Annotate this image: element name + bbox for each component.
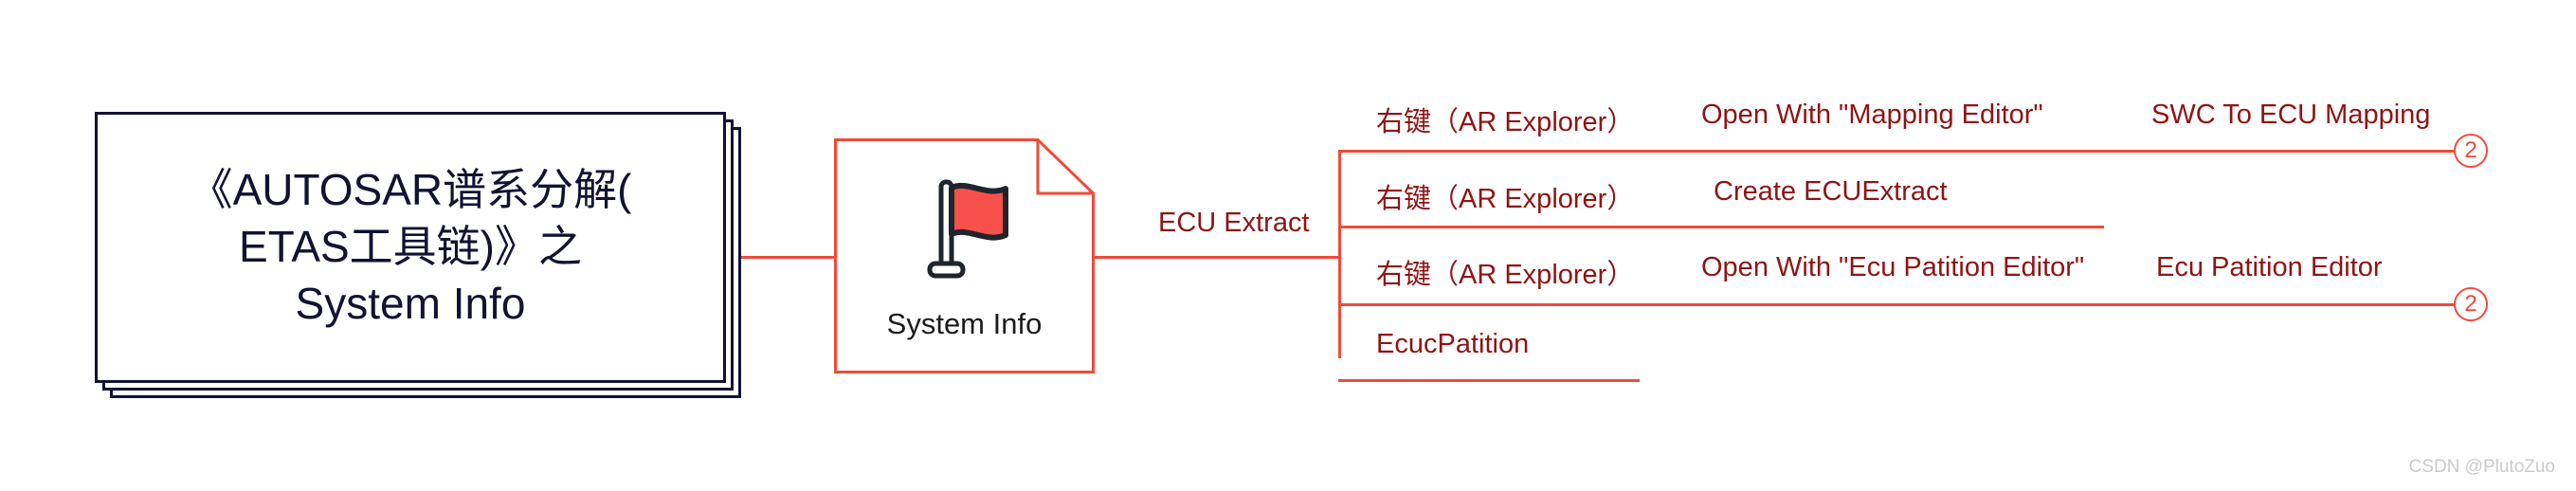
- document-shape: [834, 138, 1095, 373]
- title-line-2: ETAS工具链)》之: [238, 222, 583, 272]
- branch-2-underline: [1338, 226, 2104, 228]
- branch-3-underline: [1338, 303, 2457, 306]
- title-line-3: System Info: [295, 278, 526, 328]
- title-node-text: 《AUTOSAR谱系分解( ETAS工具链)》之 System Info: [174, 162, 647, 332]
- edge-label-ecu-extract: ECU Extract: [1158, 208, 1310, 238]
- title-node[interactable]: 《AUTOSAR谱系分解( ETAS工具链)》之 System Info: [95, 112, 741, 398]
- branch-3-col-2: Open With "Ecu Patition Editor": [1701, 252, 2085, 282]
- branch-3-col-3: Ecu Patition Editor: [2156, 252, 2383, 282]
- branch-1-col-2: Open With "Mapping Editor": [1701, 100, 2043, 130]
- branch-2-col-1: 右键（AR Explorer）: [1376, 184, 1635, 214]
- branch-1-underline: [1338, 150, 2457, 153]
- watermark: CSDN @PlutoZuo: [2408, 457, 2555, 477]
- branch-4-col-1: EcucPatition: [1376, 329, 1530, 359]
- system-info-node-label: System Info: [886, 307, 1043, 340]
- branch-1-col-3: SWC To ECU Mapping: [2151, 100, 2431, 130]
- branch-1-badge[interactable]: 2: [2454, 134, 2488, 168]
- branch-2-col-2: Create ECUExtract: [1714, 176, 1948, 207]
- branch-spine: [1338, 150, 1341, 358]
- branch-3-badge[interactable]: 2: [2454, 287, 2488, 321]
- branch-1-col-1: 右键（AR Explorer）: [1376, 107, 1635, 137]
- branch-3-col-1: 右键（AR Explorer）: [1376, 260, 1635, 290]
- title-line-1: 《AUTOSAR谱系分解(: [189, 165, 632, 215]
- red-flag-icon: [913, 176, 1017, 287]
- title-node-sheet-front: 《AUTOSAR谱系分解( ETAS工具链)》之 System Info: [95, 112, 726, 383]
- branch-4-underline: [1338, 379, 1640, 382]
- system-info-node[interactable]: System Info: [834, 138, 1095, 373]
- edge-title-to-sysinfo: [741, 256, 836, 259]
- edge-sysinfo-to-spine: [1095, 256, 1338, 259]
